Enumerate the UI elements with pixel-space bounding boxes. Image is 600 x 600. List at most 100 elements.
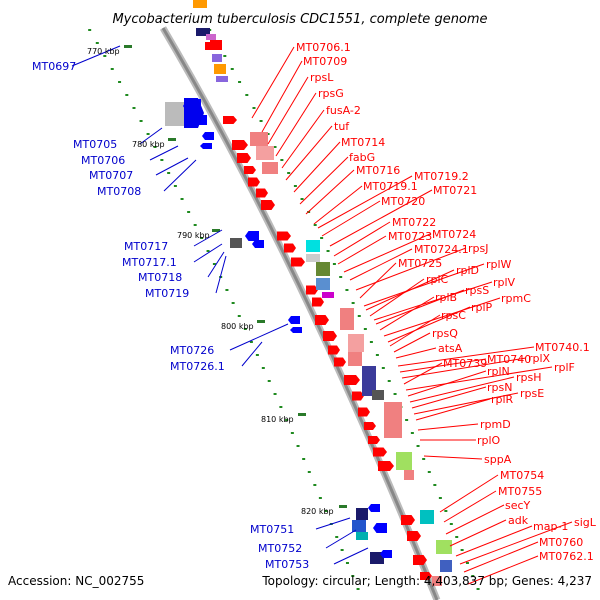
gene-label[interactable]: rpsJ — [468, 242, 488, 255]
leader-line — [463, 541, 539, 573]
gene-arrow — [223, 116, 237, 124]
gene-label[interactable]: atsA — [438, 342, 463, 355]
leader-line — [317, 175, 413, 229]
gene-label[interactable]: tuf — [334, 120, 350, 133]
gene-label[interactable]: rplD — [456, 264, 479, 277]
gene-label[interactable]: MT0719.1 — [363, 180, 418, 193]
gene-label[interactable]: MT0705 — [73, 138, 117, 151]
gene-label[interactable]: secY — [505, 499, 531, 512]
scale-dot — [444, 510, 448, 512]
gene-arrow — [323, 331, 337, 341]
gene-label[interactable]: rpsE — [520, 387, 544, 400]
leader-line — [251, 46, 295, 119]
gene-label[interactable]: fusA-2 — [326, 104, 361, 117]
scale-dot — [280, 159, 284, 161]
gene-label[interactable]: MT0753 — [265, 558, 309, 571]
gene-label[interactable]: fabG — [349, 151, 375, 164]
gene-label[interactable]: MT0718 — [138, 271, 182, 284]
gene-label[interactable]: rplW — [486, 258, 512, 271]
scale-dot — [187, 211, 191, 213]
gene-label[interactable]: MT0762.1 — [539, 550, 594, 563]
gene-label[interactable]: sigL — [574, 516, 597, 529]
forward-strand-labels: MT0706.1 MT0709 rpsL rpsG fusA-2 tuf MT0… — [296, 41, 597, 563]
scale-dot — [206, 250, 210, 252]
gene-label[interactable]: rplC — [426, 273, 449, 286]
leader-line — [325, 529, 357, 549]
leader-line — [229, 323, 289, 351]
scale-dot — [326, 250, 330, 252]
gene-label[interactable]: MT0740.1 — [535, 341, 590, 354]
gene-label[interactable]: sppA — [484, 453, 512, 466]
gene-label[interactable]: MT0717.1 — [122, 256, 177, 269]
gene-label[interactable]: MT0724 — [432, 228, 476, 241]
gene-label[interactable]: MT0709 — [303, 55, 347, 68]
scale-dot — [225, 289, 229, 291]
gene-label[interactable]: rplB — [435, 291, 457, 304]
scale-tick — [168, 138, 176, 141]
gene-label[interactable]: MT0723 — [388, 230, 432, 243]
scale-dot — [173, 185, 177, 187]
label-leaders — [71, 45, 573, 585]
gene-label[interactable]: MT0719 — [145, 287, 189, 300]
gene-label[interactable]: rplR — [491, 393, 514, 406]
scale-dot — [103, 55, 107, 57]
gene-label[interactable]: MT0721 — [433, 184, 477, 197]
scale-dot — [351, 575, 355, 577]
gene-label[interactable]: adk — [508, 514, 529, 527]
gene-label[interactable]: rpsC — [441, 309, 466, 322]
gene-label[interactable]: rpsN — [487, 381, 512, 394]
gene-label[interactable]: rpsH — [516, 371, 542, 384]
leader-line — [393, 332, 431, 353]
gene-label[interactable]: MT0725 — [398, 257, 442, 270]
scale-dot — [200, 237, 204, 239]
gene-label[interactable]: MT0707 — [89, 169, 133, 182]
gene-label[interactable]: MT0739 — [443, 357, 487, 370]
leader-line — [379, 296, 435, 331]
gene-label[interactable]: MT0755 — [498, 485, 542, 498]
gene-label[interactable]: rpmD — [480, 418, 511, 431]
gene-block — [196, 28, 210, 36]
gene-label[interactable]: MT0751 — [250, 523, 294, 536]
gene-label[interactable]: MT0706 — [81, 154, 125, 167]
gene-label[interactable]: MT0697 — [32, 60, 76, 73]
gene-label[interactable]: rpsQ — [432, 327, 458, 340]
gene-label[interactable]: MT0752 — [258, 542, 302, 555]
gene-label[interactable]: rpsG — [318, 87, 344, 100]
gene-label[interactable]: rplX — [528, 352, 551, 365]
gene-block — [306, 254, 320, 262]
gene-arrow — [252, 240, 264, 248]
gene-label[interactable]: MT0708 — [97, 185, 141, 198]
gene-label[interactable]: MT0717 — [124, 240, 168, 253]
gene-label[interactable]: rplO — [477, 434, 501, 447]
leader-line — [407, 370, 487, 397]
gene-label[interactable]: rpsS — [465, 284, 489, 297]
gene-label[interactable]: rplF — [554, 361, 575, 374]
gene-label[interactable]: MT0706.1 — [296, 41, 351, 54]
gene-label[interactable]: MT0720 — [381, 195, 425, 208]
gene-label[interactable]: rplP — [471, 301, 493, 314]
gene-label[interactable]: MT0760 — [539, 536, 583, 549]
gene-label[interactable]: MT0726.1 — [170, 360, 225, 373]
scale-dot — [405, 419, 409, 421]
gene-label[interactable]: rpmC — [501, 292, 531, 305]
gene-label[interactable]: MT0740 — [487, 353, 531, 366]
leader-line — [467, 555, 539, 585]
gene-label[interactable]: MT0716 — [356, 164, 400, 177]
gene-label[interactable]: map-1 — [533, 520, 568, 533]
gene-label[interactable]: MT0726 — [170, 344, 214, 357]
gene-label[interactable]: MT0724.1 — [414, 243, 469, 256]
gene-label[interactable]: MT0719.2 — [414, 170, 469, 183]
scale-dot — [259, 120, 263, 122]
gene-label[interactable]: MT0714 — [341, 136, 385, 149]
leader-line — [267, 76, 309, 145]
gene-label[interactable]: rplN — [487, 365, 510, 378]
reverse-strand-labels: MT0697 MT0705 MT0706 MT0707 MT0708 MT071… — [32, 60, 309, 571]
gene-label[interactable]: MT0754 — [500, 469, 544, 482]
gene-arrow — [328, 345, 340, 355]
scale-dot — [351, 302, 355, 304]
scale-dot — [249, 341, 253, 343]
gene-label[interactable]: rplV — [493, 276, 516, 289]
leader-line — [455, 525, 533, 557]
gene-label[interactable]: MT0722 — [392, 216, 436, 229]
gene-label[interactable]: rpsL — [310, 71, 334, 84]
